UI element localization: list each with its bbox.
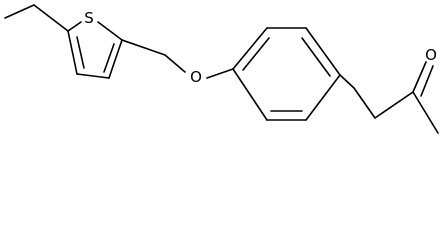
bond-chain-2 <box>353 87 376 119</box>
bond-ring-ch2 <box>121 39 166 56</box>
bond-benz-3-inner <box>301 37 331 77</box>
bond-benz-1-inner <box>242 37 270 71</box>
bond-carbonyl-b <box>420 65 434 97</box>
bond-o-benzene <box>206 68 234 79</box>
bond-benz-3 <box>305 27 341 76</box>
bond-c4-c5-inner <box>76 36 85 69</box>
structure-diagram: S O O <box>4 4 439 134</box>
bond-c4-c5 <box>67 30 78 75</box>
bond-chain-3 <box>374 91 414 119</box>
bond-c3-c4 <box>76 73 110 79</box>
bond-chain-1 <box>339 74 355 89</box>
skeletal-formula: S O O <box>4 4 439 134</box>
ether-oxygen-atom-label: O <box>190 68 202 86</box>
bond-methyl <box>412 91 439 134</box>
bond-c2-c3 <box>108 39 123 79</box>
bond-s-c2 <box>97 21 123 41</box>
bond-c5-s <box>67 21 82 32</box>
sulfur-atom-label: S <box>84 9 94 27</box>
bond-ch2-o <box>164 54 186 73</box>
bond-benz-6 <box>232 68 268 121</box>
ketone-oxygen-atom-label: O <box>425 46 437 64</box>
bond-carbonyl-a <box>412 61 427 93</box>
bond-ethyl-ch3 <box>4 4 35 19</box>
bond-c2-c3-inner <box>103 43 115 73</box>
bond-benz-1 <box>232 27 268 70</box>
bond-benz-4 <box>305 74 341 121</box>
bond-ethyl-ch2 <box>33 4 69 32</box>
